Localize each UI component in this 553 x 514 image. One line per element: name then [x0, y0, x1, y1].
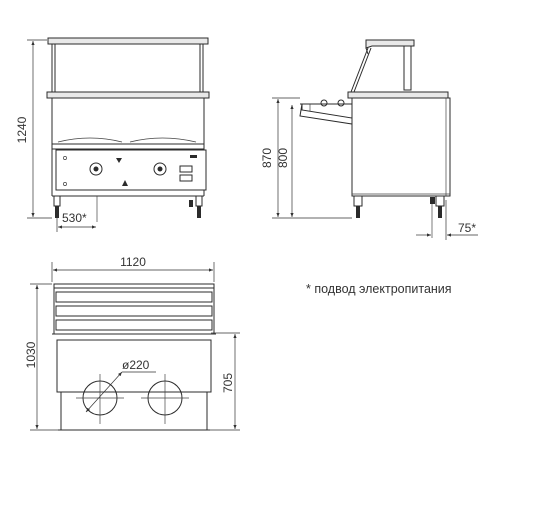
- side-body: [351, 97, 451, 197]
- dim-800: 800: [276, 148, 290, 168]
- dim-870: 870: [260, 148, 274, 168]
- dim-1240: 1240: [15, 116, 29, 143]
- front-right-foot: [197, 206, 201, 218]
- side-top-shelf: [365, 39, 415, 49]
- side-view: 870 800 75*: [260, 39, 478, 240]
- top-body: [56, 339, 212, 393]
- dim-75: 75*: [458, 221, 476, 235]
- side-back-upright: [403, 45, 412, 91]
- side-right-foot: [438, 206, 442, 218]
- display-box: [179, 165, 193, 173]
- top-shelf-3: [55, 319, 213, 331]
- top-view: ø220 1120 1030 705: [24, 255, 240, 431]
- front-view: 1240 530*: [15, 37, 210, 232]
- top-shelf-1: [55, 291, 213, 303]
- side-left-foot: [356, 206, 360, 218]
- front-counter-edge: [51, 143, 205, 150]
- dim-220: ø220: [122, 358, 150, 372]
- left-knob-icon: [89, 162, 103, 176]
- dim-1120: 1120: [120, 255, 146, 269]
- warning-triangle-icon: [122, 180, 128, 186]
- dim-705: 705: [221, 373, 235, 393]
- dim-1030: 1030: [24, 341, 38, 368]
- power-supply-note: * подвод электропитания: [306, 282, 452, 296]
- dim-530: 530*: [62, 211, 87, 225]
- indicator-triangle-icon: [116, 158, 122, 163]
- side-tray-rail: [299, 103, 353, 125]
- front-middle-rail: [46, 91, 210, 99]
- right-knob-icon: [153, 162, 167, 176]
- side-counter-top: [347, 91, 449, 99]
- front-top-shelf: [47, 37, 209, 45]
- top-shelf-2: [55, 305, 213, 317]
